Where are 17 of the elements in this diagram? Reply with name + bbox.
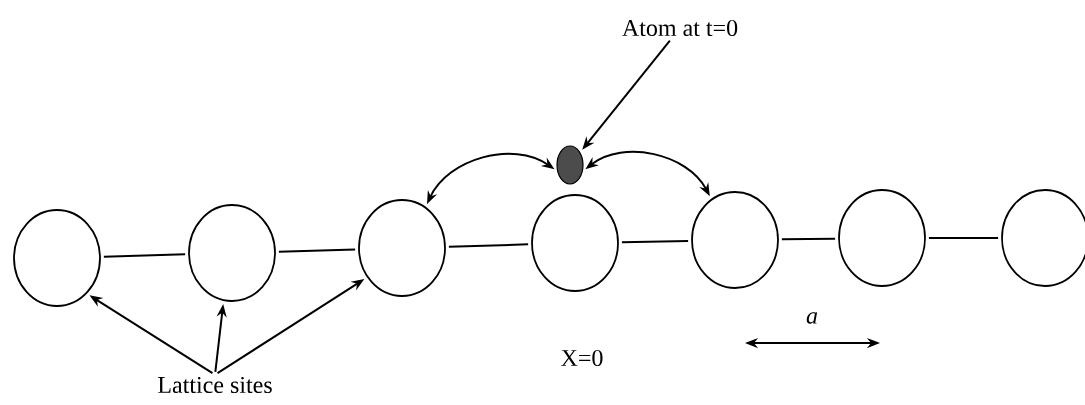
lattice-site-circle — [188, 204, 276, 302]
lattice-site-circle — [838, 189, 926, 287]
text-label: Atom at t=0 — [622, 19, 738, 37]
connecting-line — [277, 248, 357, 253]
connecting-line — [620, 239, 690, 244]
text-label: a — [806, 312, 818, 324]
connecting-line — [102, 253, 187, 258]
text-label: Lattice sites — [158, 376, 272, 394]
lattice-site-circle — [13, 209, 101, 307]
text-label: X=0 — [561, 349, 603, 367]
atom-dot — [556, 145, 584, 185]
lattice-site-circle — [358, 199, 446, 297]
connecting-line — [447, 243, 530, 248]
connecting-line — [780, 237, 837, 241]
lattice-site-circle — [691, 191, 779, 289]
connecting-line — [927, 237, 1000, 239]
lattice-site-circle — [531, 194, 619, 292]
